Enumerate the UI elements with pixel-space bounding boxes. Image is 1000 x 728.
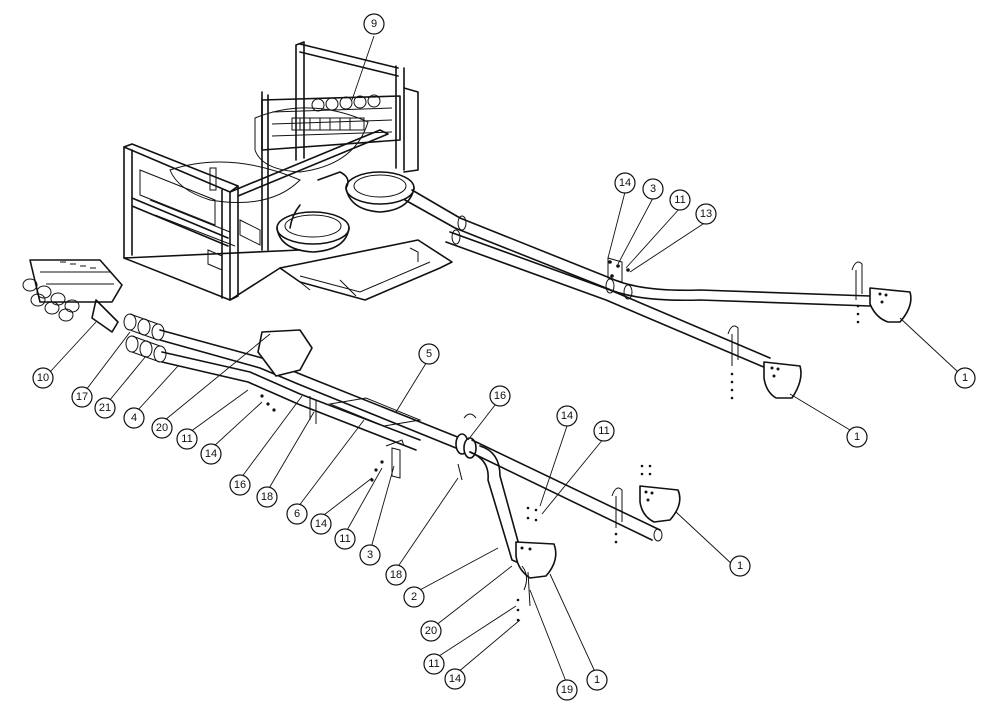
callout-18: 18 (256, 486, 278, 508)
svg-text:14: 14 (561, 410, 573, 422)
callout-14: 14 (614, 172, 636, 194)
svg-text:14: 14 (315, 518, 327, 530)
callout-16: 16 (229, 474, 251, 496)
callout-4: 4 (123, 407, 145, 429)
callout-20: 20 (151, 417, 173, 439)
callout-19: 19 (556, 679, 578, 701)
svg-text:3: 3 (367, 549, 373, 561)
svg-text:1: 1 (854, 431, 860, 443)
svg-text:17: 17 (76, 391, 88, 403)
callouts: 9 14 3 11 13 1 1 10 17 21 4 20 11 14 5 1… (32, 13, 976, 701)
svg-text:11: 11 (339, 533, 350, 545)
svg-text:11: 11 (181, 433, 192, 445)
callout-5: 5 (418, 343, 440, 365)
svg-text:5: 5 (426, 348, 432, 360)
callout-14: 14 (200, 443, 222, 465)
svg-text:16: 16 (494, 390, 506, 402)
svg-text:11: 11 (428, 658, 439, 670)
svg-text:14: 14 (619, 177, 631, 189)
svg-text:4: 4 (131, 412, 137, 424)
leader-lines (49, 35, 959, 685)
callout-2: 2 (403, 586, 425, 608)
svg-text:1: 1 (594, 674, 600, 686)
svg-text:1: 1 (737, 560, 743, 572)
svg-text:18: 18 (390, 569, 402, 581)
frame-assembly (123, 41, 453, 301)
callout-14: 14 (556, 405, 578, 427)
svg-text:11: 11 (598, 425, 609, 437)
callout-1: 1 (729, 555, 751, 577)
svg-text:16: 16 (234, 479, 246, 491)
callout-16: 16 (489, 385, 511, 407)
callout-17: 17 (71, 386, 93, 408)
callout-14: 14 (310, 513, 332, 535)
callout-11: 11 (669, 189, 691, 211)
svg-text:1: 1 (962, 372, 968, 384)
svg-text:10: 10 (37, 372, 49, 384)
callout-13: 13 (695, 203, 717, 225)
callout-3: 3 (642, 178, 664, 200)
svg-text:19: 19 (561, 684, 573, 696)
callout-1: 1 (846, 426, 868, 448)
svg-text:20: 20 (425, 625, 437, 637)
svg-text:14: 14 (205, 448, 217, 460)
callout-11: 11 (423, 653, 445, 675)
svg-text:20: 20 (156, 422, 168, 434)
callout-11: 11 (593, 420, 615, 442)
svg-text:21: 21 (99, 402, 111, 414)
callout-10: 10 (32, 367, 54, 389)
svg-text:9: 9 (371, 18, 377, 30)
callout-11: 11 (176, 428, 198, 450)
callout-3: 3 (359, 544, 381, 566)
svg-text:3: 3 (650, 183, 656, 195)
callout-14: 14 (444, 668, 466, 690)
svg-text:18: 18 (261, 491, 273, 503)
callout-9: 9 (363, 13, 385, 35)
lower-assembly (22, 259, 681, 622)
callout-1: 1 (954, 367, 976, 389)
svg-text:14: 14 (449, 673, 461, 685)
callout-11: 11 (334, 528, 356, 550)
svg-text:11: 11 (674, 194, 685, 206)
svg-text:2: 2 (411, 591, 417, 603)
svg-text:13: 13 (700, 208, 712, 220)
callout-20: 20 (420, 620, 442, 642)
upper-tubes (404, 189, 912, 400)
callout-18: 18 (385, 564, 407, 586)
callout-6: 6 (286, 503, 308, 525)
callout-21: 21 (94, 397, 116, 419)
svg-text:6: 6 (294, 508, 300, 520)
callout-1: 1 (586, 669, 608, 691)
